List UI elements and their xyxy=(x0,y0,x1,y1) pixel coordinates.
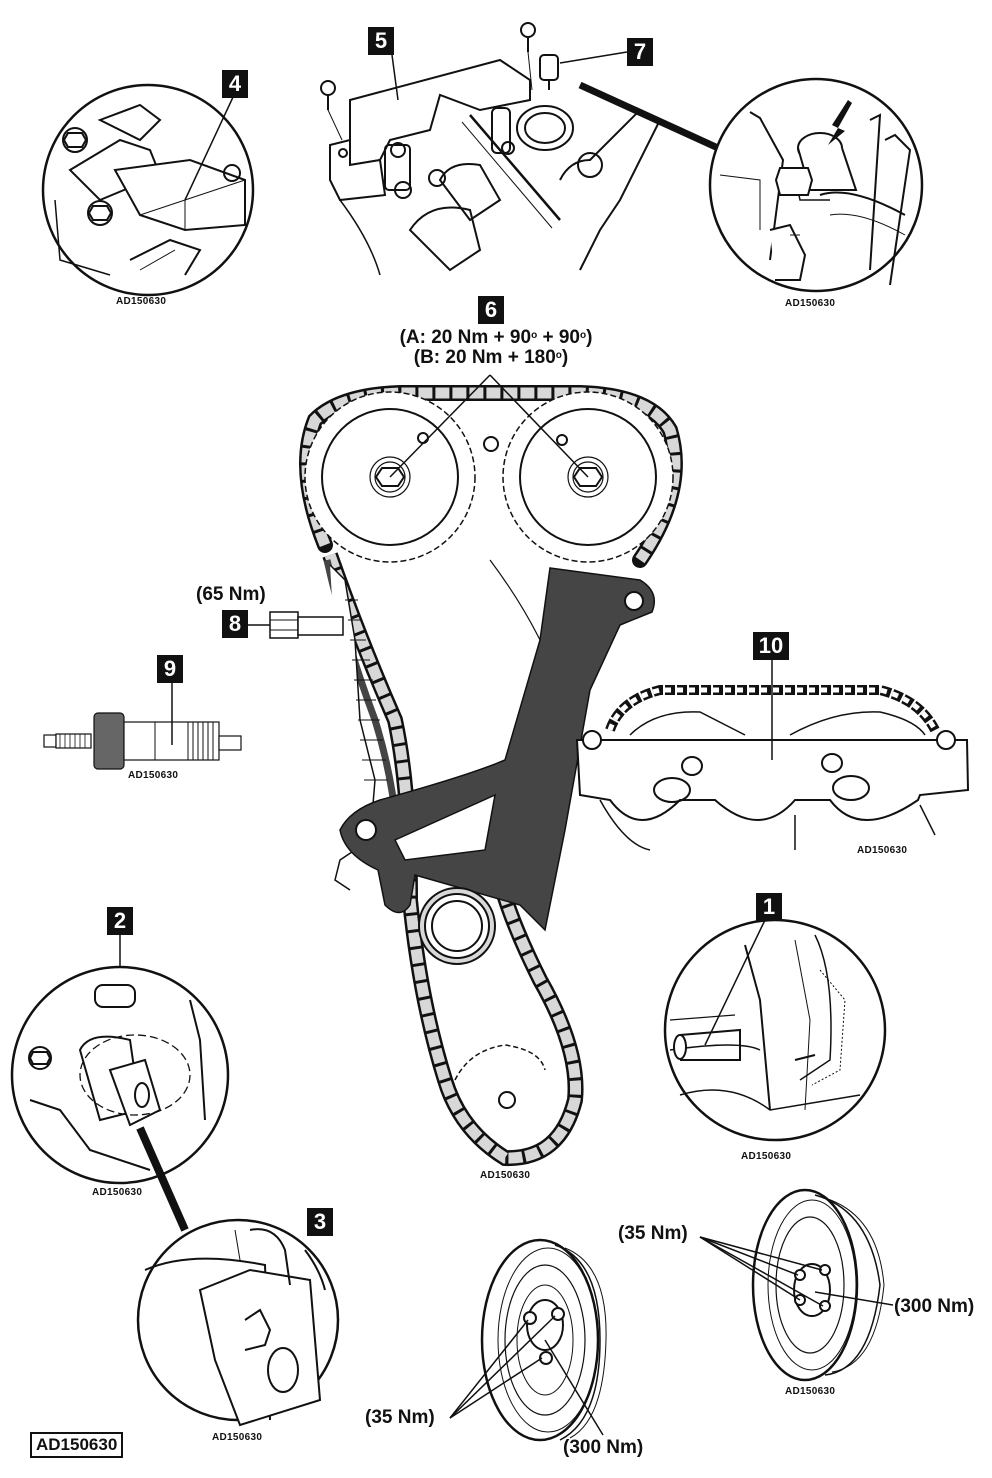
callout-1: 1 xyxy=(756,893,782,921)
callout-4: 4 xyxy=(222,70,248,98)
bolt-icon xyxy=(520,22,536,91)
detail-7-circle xyxy=(708,77,924,293)
tensioner-tool xyxy=(43,680,242,770)
callout-9: 9 xyxy=(157,655,183,683)
torque-spec-tensioner: (65 Nm) xyxy=(196,584,266,605)
ref-label-tool-10: AD150630 xyxy=(857,845,908,856)
callout-3: 3 xyxy=(307,1208,333,1236)
callout-10: 10 xyxy=(753,632,789,660)
ref-label-pulley-side: AD150630 xyxy=(785,1386,836,1397)
ref-label-tool-9: AD150630 xyxy=(128,770,179,781)
ref-label-detail-2: AD150630 xyxy=(92,1187,143,1198)
ref-label-detail-1: AD150630 xyxy=(741,1151,792,1162)
tensioner-bolt xyxy=(248,611,344,639)
ref-label-chain-main: AD150630 xyxy=(480,1170,531,1181)
timing-chain-assembly xyxy=(248,374,683,1167)
ref-label-detail-3: AD150630 xyxy=(212,1432,263,1443)
torque-spec-pulley-center-side: (300 Nm) xyxy=(894,1296,975,1317)
torque-spec-pulley-center-front: (300 Nm) xyxy=(563,1437,644,1458)
callout-5: 5 xyxy=(368,27,394,55)
torque-spec-sprocket-a: (A: 20 Nm + 90o + 90o) xyxy=(399,327,593,348)
detail-4-circle xyxy=(41,83,255,297)
ref-label-detail-4: AD150630 xyxy=(116,296,167,307)
detail-3-circle xyxy=(136,1218,340,1427)
torque-spec-pulley-bolts-side: (35 Nm) xyxy=(618,1223,688,1244)
locating-pin-icon xyxy=(539,54,559,90)
callout-6: 6 xyxy=(478,296,504,324)
figure-reference-code: AD150630 xyxy=(30,1432,124,1458)
torque-spec-pulley-bolts-front: (35 Nm) xyxy=(365,1407,435,1428)
detail-2-circle xyxy=(10,935,230,1232)
ref-label-detail-7: AD150630 xyxy=(785,298,836,309)
detail-1-circle xyxy=(663,918,887,1142)
callout-8: 8 xyxy=(222,610,248,638)
callout-7: 7 xyxy=(627,38,653,66)
crankshaft-sprocket xyxy=(454,1044,546,1109)
bolt-icon xyxy=(320,80,343,141)
callout-2: 2 xyxy=(107,907,133,935)
torque-spec-sprocket-b: (B: 20 Nm + 180o) xyxy=(413,347,569,368)
sprocket-holding-tool xyxy=(575,659,970,851)
cylinder-head-view xyxy=(320,22,720,276)
crankshaft-pulley-side xyxy=(699,1188,894,1382)
crankshaft-pulley-front xyxy=(449,1238,607,1442)
